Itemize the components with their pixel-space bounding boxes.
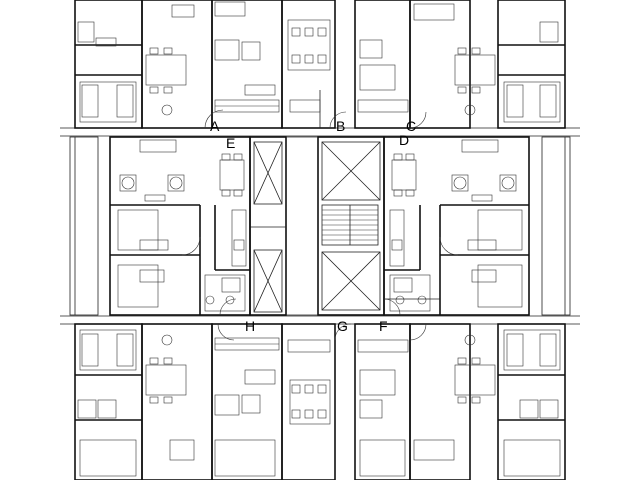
apartment-bottom-left xyxy=(74,323,213,480)
label-h: H xyxy=(245,318,255,334)
label-g: G xyxy=(337,318,348,334)
label-b: B xyxy=(336,118,345,134)
label-a: A xyxy=(210,118,220,134)
building-outline xyxy=(60,127,580,325)
label-d: D xyxy=(399,132,409,148)
apartment-middle-right xyxy=(383,136,530,316)
apartment-top-right xyxy=(454,0,566,129)
label-f: F xyxy=(379,318,388,334)
apartment-middle-left xyxy=(109,136,251,316)
central-core xyxy=(249,136,385,316)
label-c: C xyxy=(406,118,416,134)
label-e: E xyxy=(226,135,235,151)
apartment-bottom-right-center xyxy=(354,323,471,480)
apartment-top-right-center xyxy=(354,0,471,129)
apartment-bottom-left-center xyxy=(211,323,352,480)
apartment-top-left-center xyxy=(204,0,347,129)
apartment-top-left xyxy=(74,0,213,129)
apartment-bottom-right xyxy=(454,323,566,480)
